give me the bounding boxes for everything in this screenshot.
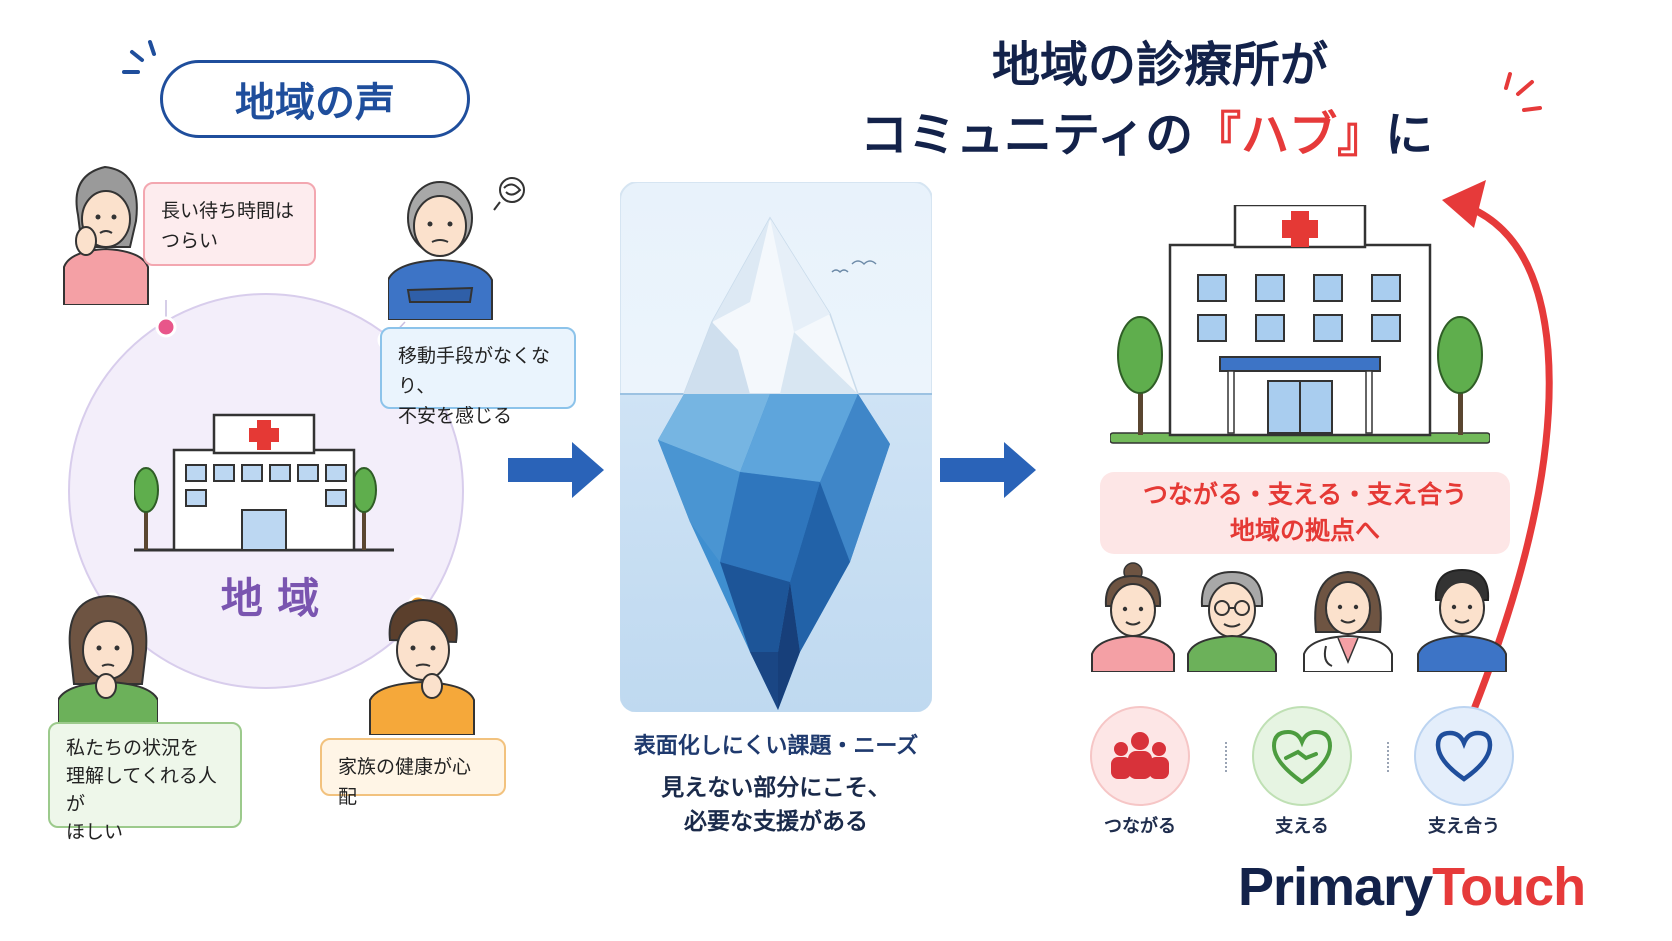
icon-label-connect: つながる (1104, 816, 1176, 837)
heart-icon (1435, 730, 1493, 782)
voice-bubble-understanding: 私たちの状況を 理解してくれる人が ほしい (48, 722, 242, 843)
icon-label-mutual-support: 支え合う (1428, 816, 1500, 837)
headline-accent-hub: 『ハブ』 (1193, 107, 1386, 163)
person-community-woman-icon (1091, 562, 1175, 672)
support-circle (1252, 706, 1352, 806)
hospital-small-icon (134, 413, 394, 552)
person-woman-thinking-icon (58, 594, 158, 733)
burst-lines-red-icon (1504, 72, 1542, 112)
clinic-building-icon (1110, 205, 1490, 444)
headline-line2: コミュニティの『ハブ』に (860, 107, 1434, 163)
iceberg-caption-title: 表面化しにくい課題・ニーズ (633, 734, 919, 759)
person-community-man-icon (1417, 568, 1507, 672)
connect-circle (1090, 706, 1190, 806)
person-elderly-man-icon (388, 177, 525, 320)
hub-message-box: つながる・支える・支え合う 地域の拠点へ (1100, 472, 1510, 554)
voice-bubble-waiting-time: 長い待ち時間は つらい (143, 182, 316, 266)
dot-pink (155, 316, 177, 338)
mutual-support-circle (1414, 706, 1514, 806)
icon-label-support: 支える (1275, 816, 1329, 837)
person-woman-worried-icon (63, 165, 149, 305)
person-community-doctor-icon (1303, 570, 1393, 672)
dotted-separator-2 (1387, 742, 1391, 772)
headline-line1: 地域の診療所が (991, 37, 1328, 93)
dotted-separator-1 (1225, 742, 1229, 772)
region-label: 地 域 (220, 574, 320, 623)
brand-logo: PrimaryTouch (1238, 857, 1586, 917)
voice-bubble-family-health: 家族の健康が心配 (320, 738, 506, 808)
people-group-icon (1111, 732, 1169, 779)
iceberg-caption-line1: 見えない部分にこそ、 (661, 775, 891, 801)
handshake-heart-icon (1271, 729, 1333, 784)
flow-arrow-1 (508, 442, 604, 498)
flow-arrow-2 (940, 442, 1036, 498)
iceberg-illustration (620, 182, 932, 712)
iceberg-caption-line2: 必要な支援がある (684, 809, 868, 835)
burst-lines-icon (118, 38, 168, 92)
person-man-worried-icon (369, 598, 475, 735)
curved-red-arrow-icon (1442, 180, 1553, 762)
voice-bubble-transport: 移動手段がなくなり、 不安を感じる (380, 327, 576, 427)
section-title-community-voice: 地域の声 (160, 60, 470, 138)
person-community-elderly-icon (1187, 570, 1277, 672)
